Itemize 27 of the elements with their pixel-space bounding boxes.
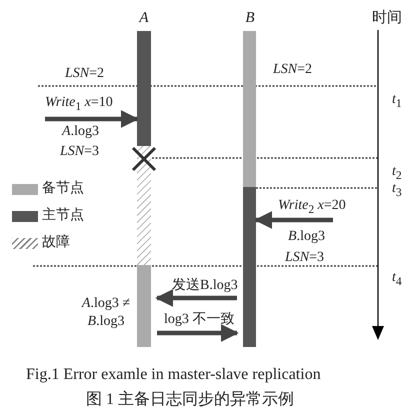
legend-label: 备节点 xyxy=(42,181,84,196)
arrow xyxy=(157,324,239,342)
log-label: B.log3 xyxy=(288,229,325,244)
time-label: t$_{4}$ xyxy=(392,270,402,289)
arrow xyxy=(45,110,139,128)
figure-caption: 图 1 主备日志同步的异常示例 xyxy=(86,391,294,409)
edge-label: 发送B.log3 xyxy=(172,278,238,294)
time-label: t$_{3}$ xyxy=(392,181,402,200)
lsn-label: LSN=2 xyxy=(65,66,104,82)
lsn-label: LSN=2 xyxy=(273,62,312,78)
node-label: A xyxy=(138,10,150,27)
note-label: A.log3 ≠ B.log3 xyxy=(80,295,132,330)
axis-label: 时间 xyxy=(372,10,402,26)
edge-label: Write$_{2}$ x=20 xyxy=(278,198,346,217)
time-label: t$_{2}$ xyxy=(392,164,402,183)
legend-label: 主节点 xyxy=(42,208,84,224)
figure-caption: Fig.1 Error examle in master-slave replication xyxy=(26,366,321,384)
legend-label: 故障 xyxy=(42,235,70,250)
arrow xyxy=(155,289,237,307)
edge-label: Write$_{1}$ x=10 xyxy=(45,95,113,114)
arrow xyxy=(254,211,333,229)
time-label: t$_{1}$ xyxy=(392,92,402,111)
lsn-label: LSN=3 xyxy=(60,144,100,160)
log-label: A.log3 xyxy=(62,124,99,140)
edge-label: log3 不一致 xyxy=(164,312,234,328)
node-label: B xyxy=(244,10,256,27)
lsn-label: LSN=3 xyxy=(285,250,324,266)
